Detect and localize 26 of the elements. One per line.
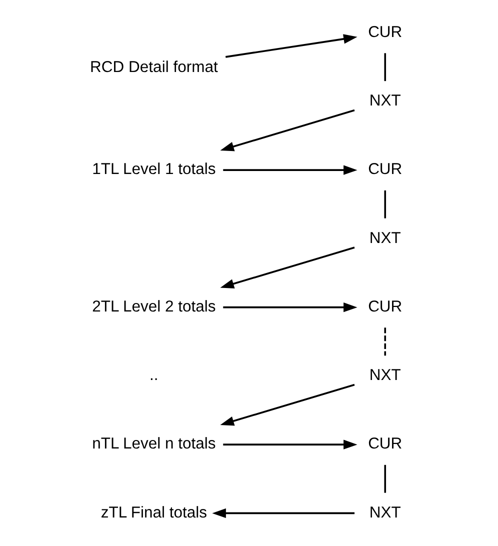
node-text: nTL Level n totals (92, 436, 216, 453)
node-text: CUR (368, 161, 402, 178)
arrow (223, 302, 358, 312)
node-text: zTL Final totals (100, 504, 208, 522)
node-text: NXT (369, 367, 401, 384)
arrow (212, 508, 355, 518)
label: .. (150, 367, 158, 384)
node-text: RCD Detail format (90, 58, 218, 76)
node-text: CUR (368, 436, 402, 453)
arrow (223, 165, 358, 175)
node-text: CUR (368, 24, 402, 41)
arrow (220, 384, 355, 426)
connector (384, 328, 386, 356)
arrow (225, 34, 358, 58)
node-text: NXT (369, 230, 401, 247)
arrow (220, 109, 355, 152)
node-text: 1TL Level 1 totals (92, 161, 216, 178)
connector (384, 53, 386, 82)
node-text: 2TL Level 2 totals (92, 298, 216, 316)
connector (384, 464, 386, 493)
node-text: CUR (368, 298, 402, 316)
node-text: NXT (369, 92, 401, 110)
node-text: NXT (369, 504, 401, 522)
arrow (220, 246, 355, 288)
arrow (223, 440, 358, 450)
connector (384, 190, 386, 218)
